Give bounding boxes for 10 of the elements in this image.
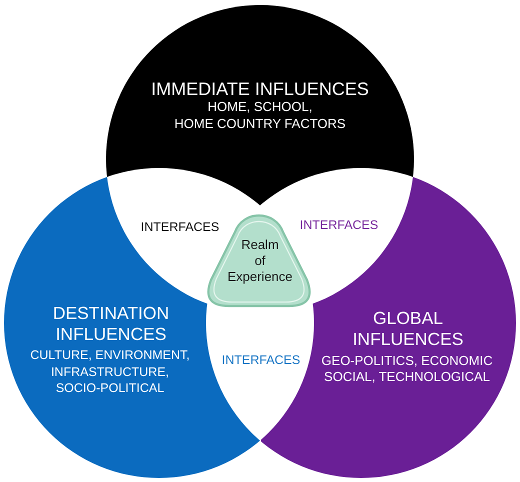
influence-heading: DESTINATION INFLUENCES [52, 303, 170, 345]
influence-heading: IMMEDIATE INFLUENCES [151, 78, 369, 100]
influence-factors: CULTURE, ENVIRONMENT, INFRASTRUCTURE, SOCIO-POLITICAL [30, 347, 190, 396]
influence-heading: GLOBAL INFLUENCES [352, 308, 464, 350]
overlap-label: INTERFACES [222, 353, 300, 368]
center-label: Realm of Experience [227, 237, 293, 285]
influence-factors: HOME, SCHOOL, HOME COUNTRY FACTORS [174, 98, 346, 132]
overlap-label: INTERFACES [300, 218, 378, 233]
overlap-label: INTERFACES [140, 220, 220, 235]
influence-factors: GEO-POLITICS, ECONOMIC SOCIAL, TECHNOLOGICAL [321, 353, 493, 385]
